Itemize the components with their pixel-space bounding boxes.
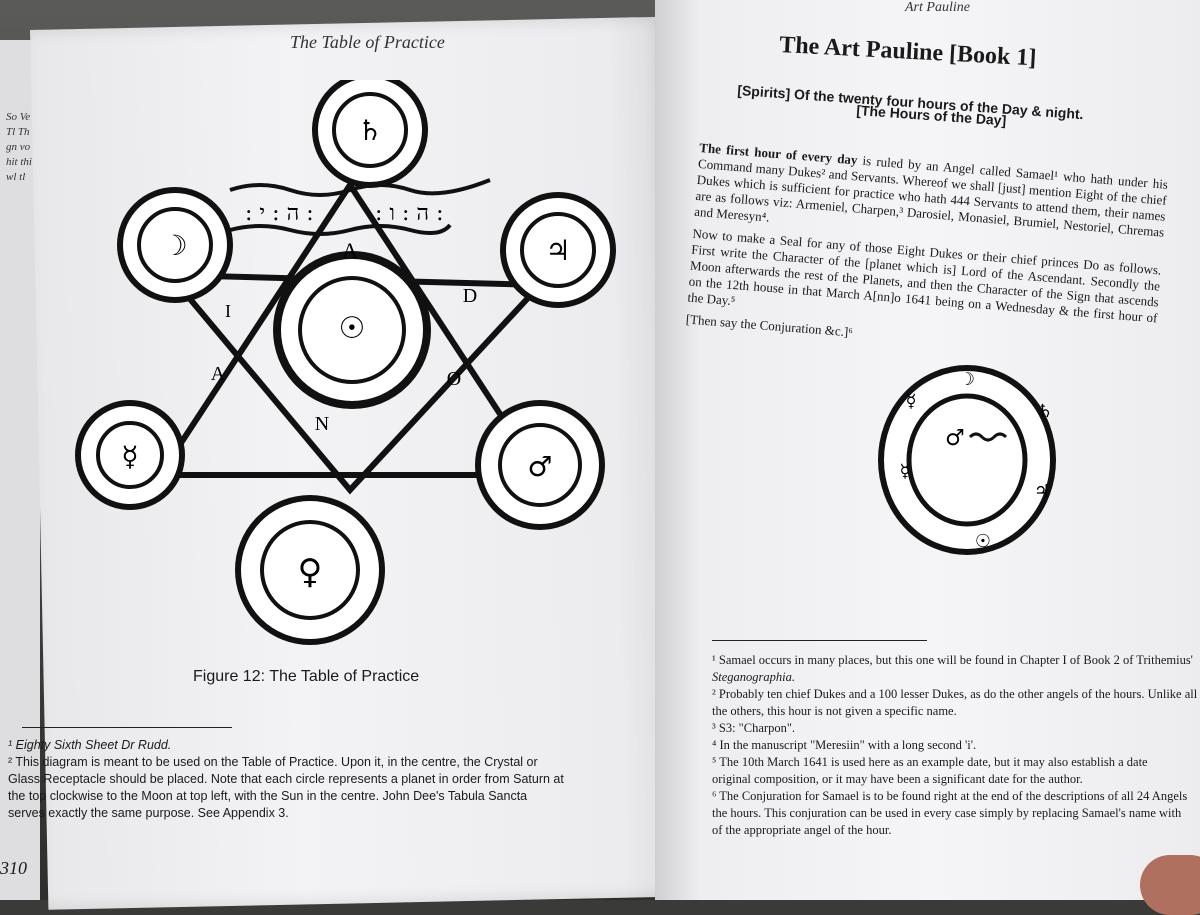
left-footnotes: ¹ Eighty Sixth Sheet Dr Rudd. ² This dia… bbox=[8, 737, 638, 822]
right-footnote-6: ⁶ The Conjuration for Samael is to be fo… bbox=[712, 789, 1188, 803]
svg-text:☽: ☽ bbox=[162, 229, 187, 262]
svg-text:♂: ♂ bbox=[527, 450, 552, 483]
svg-text:♄: ♄ bbox=[357, 114, 382, 147]
figure-caption: Figure 12: The Table of Practice bbox=[193, 668, 420, 685]
right-body-text: The first hour of every day is ruled by … bbox=[685, 140, 1169, 370]
thumb bbox=[1140, 855, 1200, 915]
right-footnote-6c: of the appropriate angel of the hour. bbox=[712, 823, 892, 837]
svg-text:♀: ♀ bbox=[298, 552, 323, 592]
svg-text:♃: ♃ bbox=[545, 234, 570, 267]
seal-moon-symbol: ☽ bbox=[959, 369, 975, 390]
left-footnote-4: the top clockwise to the Moon at top lef… bbox=[8, 789, 528, 803]
svg-text:☿: ☿ bbox=[121, 440, 138, 473]
jupiter-circle: ♃ bbox=[500, 192, 616, 308]
left-running-head: The Table of Practice bbox=[290, 32, 445, 52]
moon-circle: ☽ bbox=[117, 187, 233, 303]
mercury-circle: ☿ bbox=[75, 400, 185, 510]
letter-o: O bbox=[447, 368, 461, 390]
table-of-practice-diagram: : ה : י : : ה : ו : ☉ A I D A O N ♄ ☽ ♃ … bbox=[75, 80, 616, 645]
left-footnote-5: serves exactly the same purpose. See App… bbox=[8, 806, 289, 820]
saturn-circle: ♄ bbox=[312, 80, 428, 188]
hexagram-up-triangle bbox=[154, 179, 546, 478]
banner-bottom bbox=[229, 223, 452, 236]
right-footnote-1: ¹ Samael occurs in many places, but this… bbox=[712, 653, 1193, 667]
letter-n: N bbox=[315, 413, 329, 435]
center-circle-inner bbox=[298, 276, 406, 384]
seal-mars-symbol: ♂ bbox=[945, 426, 965, 451]
right-footnote-2: ² Probably ten chief Dukes and a 100 les… bbox=[712, 687, 1198, 701]
letter-i: I bbox=[225, 301, 231, 321]
banner-top bbox=[229, 178, 491, 197]
letter-a-left: A bbox=[211, 363, 226, 385]
seal-saturn-symbol: ♄ bbox=[1037, 401, 1053, 422]
right-footnote-4: ⁴ In the manuscript "Meresiin" with a lo… bbox=[712, 738, 977, 752]
letter-a-top: A bbox=[342, 238, 358, 263]
seal-jupiter-symbol: ♃ bbox=[1034, 481, 1050, 502]
mars-circle: ♂ bbox=[475, 400, 605, 530]
banner-letters-right: : ה : ו : bbox=[375, 201, 444, 226]
seal-mercury-top-symbol: ☿ bbox=[905, 391, 916, 412]
back-page-text: So Ve Tl Th gn vo hit thi wl tl bbox=[6, 111, 32, 183]
seal-sun-symbol: ☉ bbox=[975, 531, 991, 552]
footnote-rule-left bbox=[22, 727, 232, 728]
right-footnote-6b: the hours. This conjuration can be used … bbox=[712, 806, 1182, 820]
right-footnote-1b: Steganographia. bbox=[712, 670, 795, 684]
right-running-head: Art Pauline bbox=[905, 0, 970, 15]
samael-seal: ☽ ♄ ♃ ☉ ☿ ☿ ♂ bbox=[878, 365, 1056, 555]
banner-letters-left: : ה : י : bbox=[245, 201, 314, 226]
right-footnote-5: ⁵ The 10th March 1641 is used here as an… bbox=[712, 755, 1148, 769]
right-footnotes: ¹ Samael occurs in many places, but this… bbox=[712, 652, 1200, 839]
page-number: 310 bbox=[0, 858, 27, 878]
venus-circle: ♀ bbox=[235, 495, 385, 645]
letter-d: D bbox=[463, 285, 477, 307]
left-footnote-3: Glass Receptacle should be placed. Note … bbox=[8, 772, 564, 786]
left-footnote-2: ² This diagram is meant to be used on th… bbox=[8, 755, 538, 769]
seal-mercury-symbol: ☿ bbox=[899, 461, 910, 482]
seal-wave-glyph bbox=[968, 432, 1008, 442]
right-footnote-3: ³ S3: "Charpon". bbox=[712, 721, 796, 735]
sun-symbol: ☉ bbox=[339, 311, 366, 346]
right-footnote-5b: original composition, or it may have bee… bbox=[712, 772, 1083, 786]
right-footnote-2b: the others, this hour is not given a spe… bbox=[712, 704, 957, 718]
footnote-rule-right bbox=[712, 640, 927, 641]
left-footnote-1: ¹ Eighty Sixth Sheet Dr Rudd. bbox=[8, 738, 172, 752]
